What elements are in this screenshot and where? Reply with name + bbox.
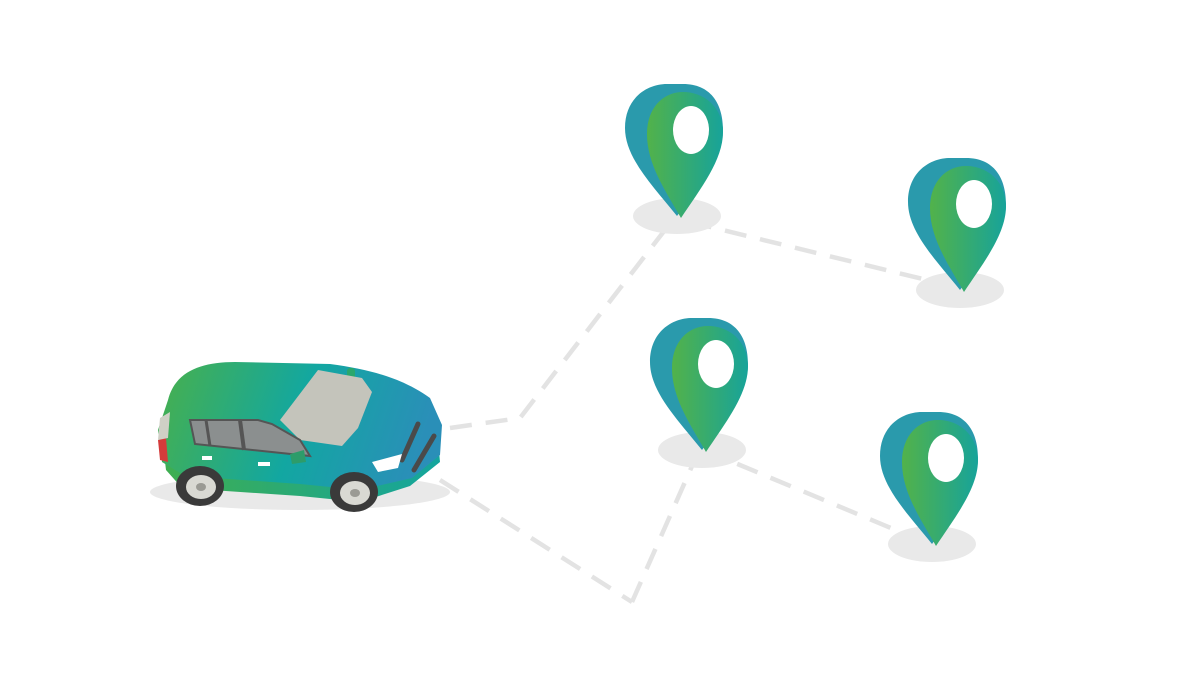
- map-pin-icon: [880, 412, 978, 562]
- car-side-windows: [188, 419, 312, 458]
- car-headlight: [372, 454, 402, 472]
- route-car-to-pin-north: [449, 224, 670, 431]
- route-pin-north-to-pin-northeast: [689, 219, 936, 285]
- car-icon: [150, 362, 450, 512]
- map-pin-icon: [625, 84, 723, 234]
- car-wheel-rear: [176, 466, 224, 506]
- route-pin-center-to-pin-southeast: [703, 447, 911, 539]
- map-pin-icon: [650, 318, 748, 468]
- route-junction-to-pin-center: [629, 447, 703, 603]
- route-car-to-bottom-junction: [438, 478, 634, 604]
- route-network: [438, 219, 936, 604]
- car-wheel-front: [330, 472, 378, 512]
- car-rear-light: [158, 438, 168, 462]
- map-pin-icon: [908, 158, 1006, 308]
- car-grille: [399, 421, 437, 473]
- car-windshield: [280, 370, 372, 446]
